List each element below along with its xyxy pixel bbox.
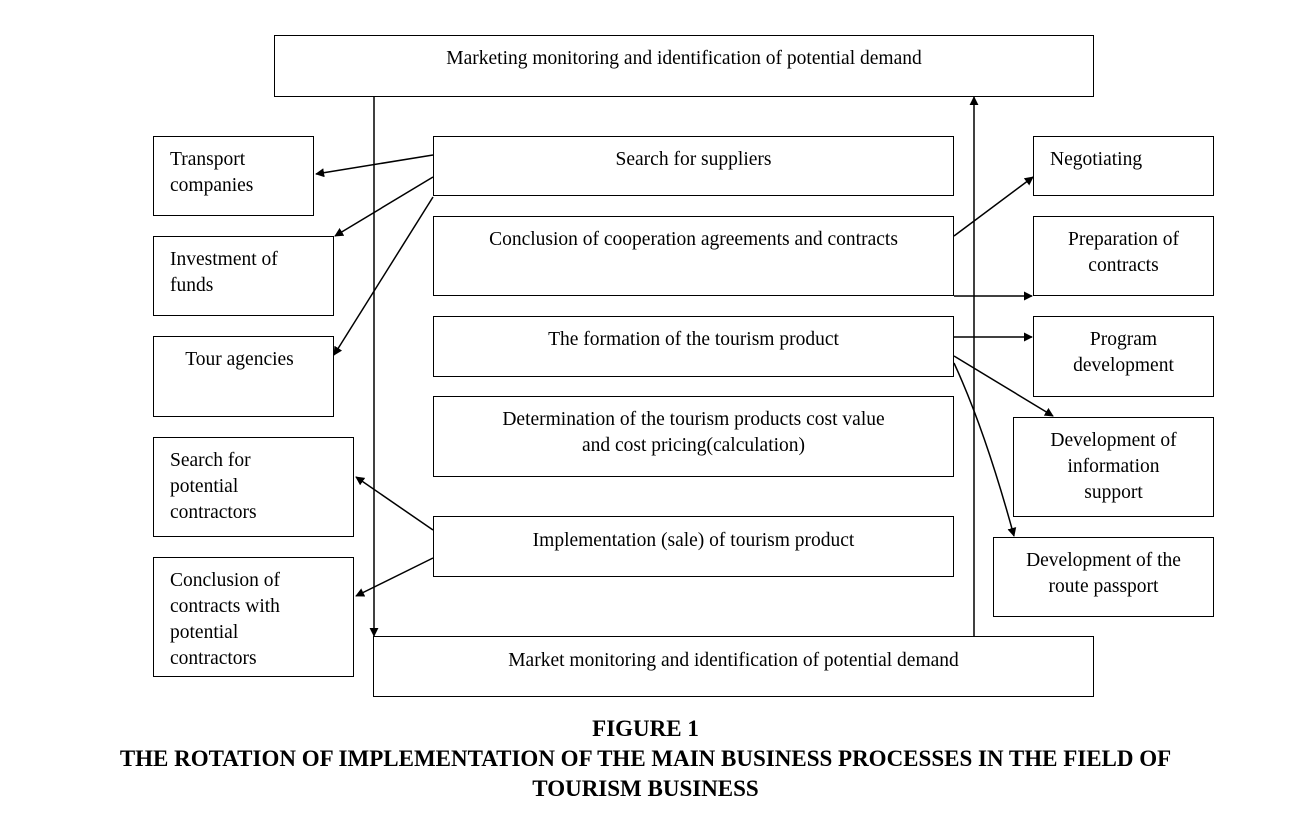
cooperation-agreements-label: Conclusion of cooperation agreements and… [489,229,898,250]
arrow-to-negotiating [953,176,1034,237]
information-support-label: Development of information support [1050,430,1177,503]
search-contractors-box: Search for potential contractors [153,437,354,537]
arrow-to-tour-agencies [333,196,434,356]
negotiating-box: Negotiating [1033,136,1214,196]
information-support-box: Development of information support [1013,417,1214,517]
preparation-contracts-label: Preparation of contracts [1067,229,1179,276]
product-formation-label: The formation of the tourism product [548,329,839,350]
arrow-to-conclusion-contracts [355,557,434,597]
route-passport-box: Development of the route passport [993,537,1214,617]
transport-companies-label: Transport companies [170,149,254,196]
search-suppliers-label: Search for suppliers [615,149,772,170]
marketing-monitoring-box: Marketing monitoring and identification … [274,35,1094,97]
cost-determination-label: Determination of the tourism products co… [502,409,885,456]
arrow-to-route-passport [953,362,1017,537]
conclusion-contracts-label: Conclusion of contracts with potential c… [170,570,280,669]
figure-number: FIGURE 1 [592,716,699,741]
cost-determination-box: Determination of the tourism products co… [433,396,954,477]
market-monitoring-label: Market monitoring and identification of … [508,650,959,671]
route-passport-label: Development of the route passport [1026,550,1181,597]
transport-companies-box: Transport companies [153,136,314,216]
arrow-to-search-contractors [355,476,434,531]
arrow-to-investment [334,176,434,237]
arrow-to-transport [315,154,434,178]
marketing-monitoring-label: Marketing monitoring and identification … [446,48,922,69]
search-suppliers-box: Search for suppliers [433,136,954,196]
negotiating-label: Negotiating [1050,149,1143,170]
program-development-label: Program development [1073,329,1174,376]
product-formation-box: The formation of the tourism product [433,316,954,377]
implementation-label: Implementation (sale) of tourism product [532,530,855,551]
figure-title-line-1: THE ROTATION OF IMPLEMENTATION OF THE MA… [119,746,1172,771]
conclusion-contracts-box: Conclusion of contracts with potential c… [153,557,354,677]
investment-funds-box: Investment of funds [153,236,334,316]
implementation-box: Implementation (sale) of tourism product [433,516,954,577]
figure-title-line-2: TOURISM BUSINESS [532,776,759,801]
search-contractors-label: Search for potential contractors [170,450,257,523]
arrow-to-info-support [953,355,1054,417]
tour-agencies-box: Tour agencies [153,336,334,417]
tour-agencies-label: Tour agencies [185,349,294,370]
investment-funds-label: Investment of funds [170,249,278,296]
preparation-contracts-box: Preparation of contracts [1033,216,1214,296]
cooperation-agreements-box: Conclusion of cooperation agreements and… [433,216,954,296]
market-monitoring-box: Market monitoring and identification of … [373,636,1094,697]
program-development-box: Program development [1033,316,1214,397]
